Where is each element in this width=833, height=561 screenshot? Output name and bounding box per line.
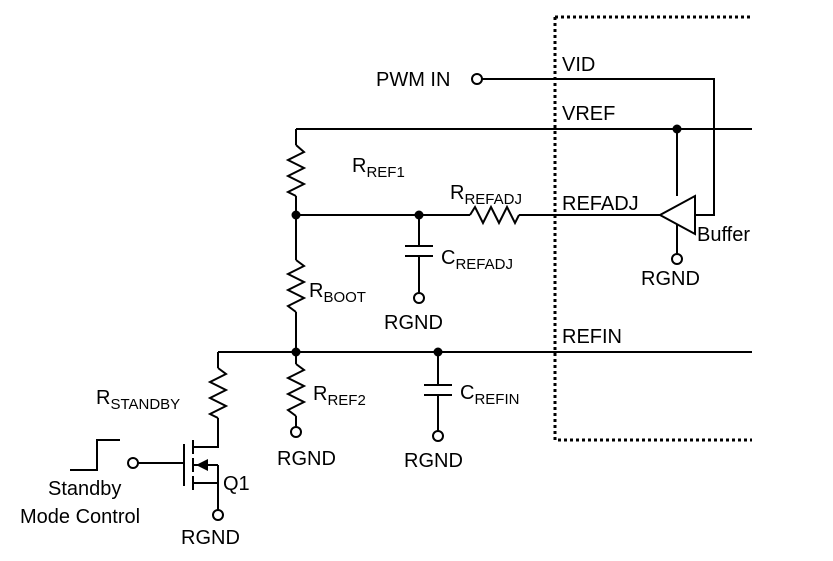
rref2-rgnd-terminal <box>290 426 302 438</box>
q1-body-arrow <box>196 459 208 471</box>
q1-rgnd-label: RGND <box>181 527 240 549</box>
standby-label-line1: Standby <box>48 478 121 500</box>
crefadj-label: CREFADJ <box>441 247 513 273</box>
q1-rgnd-terminal <box>212 509 224 521</box>
crefin-rgnd-terminal <box>432 430 444 442</box>
crefadj-rgnd-terminal <box>413 292 425 304</box>
standby-pulse-icon <box>70 439 120 471</box>
standby-label-line2: Mode Control <box>20 506 140 528</box>
rstandby-resistor <box>207 367 229 419</box>
crefin-rgnd-label: RGND <box>404 450 463 472</box>
vid-label: VID <box>562 54 595 76</box>
refadj-label: REFADJ <box>562 193 639 215</box>
vref-label: VREF <box>562 103 615 125</box>
rboot-label: RBOOT <box>309 280 366 306</box>
q1-label: Q1 <box>223 473 250 495</box>
vid-wire <box>482 78 715 216</box>
rref2-resistor <box>285 363 307 417</box>
buffer-label: Buffer <box>697 224 750 246</box>
buffer-rgnd-label: RGND <box>641 268 700 290</box>
rref1-label: RREF1 <box>352 155 405 181</box>
rrefadj-resistor <box>469 204 520 226</box>
crefadj-rgnd-label: RGND <box>384 312 443 334</box>
ic-boundary <box>553 15 752 442</box>
crefin-label: CREFIN <box>460 382 519 408</box>
pwm-in-terminal <box>471 73 483 85</box>
rstandby-lead-bottom <box>207 418 219 448</box>
standby-input-terminal <box>127 457 139 469</box>
buffer-rgnd-terminal <box>671 253 683 265</box>
rboot-resistor <box>285 259 307 313</box>
pwm-in-label: PWM IN <box>376 69 450 91</box>
rrefadj-label: RREFADJ <box>450 182 522 208</box>
rref1-resistor <box>285 144 307 197</box>
rref2-rgnd-label: RGND <box>277 448 336 470</box>
rref2-label: RREF2 <box>313 383 366 409</box>
refin-label: REFIN <box>562 326 622 348</box>
rstandby-label: RSTANDBY <box>96 387 180 413</box>
